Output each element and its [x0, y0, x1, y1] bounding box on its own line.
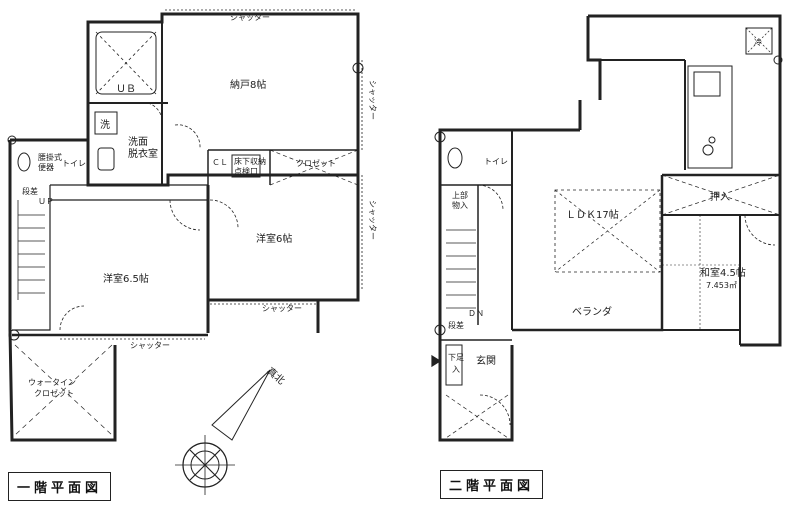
floor1-toilet-type-label-1: 腰掛式: [38, 152, 62, 162]
floor1-walkin-label-1: ウォークイン: [28, 378, 76, 387]
floor2-oshiire-label: 押入: [710, 190, 730, 203]
floor1-wash-mark: 洗: [100, 119, 110, 131]
floor1-shutter-right-2: シャッター: [368, 200, 377, 240]
floor1-step-label: 段差: [22, 186, 38, 196]
floor2-toilet-label: トイレ: [484, 157, 508, 166]
north-arrow-icon: [175, 369, 271, 495]
floor1-storage-label: 納戸8帖: [230, 78, 266, 91]
floor1-closet-label: クロゼット: [296, 158, 336, 168]
floor2-walls: [431, 14, 783, 442]
floor1-western65-label: 洋室6.5帖: [103, 272, 149, 285]
floor1-toilet-label: トイレ: [62, 159, 86, 168]
floor1-title: 一階平面図: [8, 472, 112, 501]
floor2-store-label-1: 上部: [452, 190, 468, 200]
floor2-step-label: 段差: [448, 320, 464, 330]
floor1-underfloor-label-2: 点検口: [234, 166, 258, 176]
floor1-bath-label: ＵＢ: [116, 84, 136, 95]
floor1-shutter-walkin: シャッター: [130, 341, 170, 350]
floor1-shutter-bottom: シャッター: [262, 304, 302, 313]
floor1-shutter-right-1: シャッター: [368, 80, 377, 120]
floor1-western6-label: 洋室6帖: [256, 232, 292, 245]
floor2-title: 二階平面図: [440, 470, 544, 499]
north-label: 真北: [264, 364, 288, 387]
floor1-walkin-label-2: クロゼット: [34, 388, 74, 398]
floor1-underfloor-label-1: 床下収納: [234, 156, 266, 166]
floor1-up-label: ＵＰ: [38, 197, 54, 206]
floor2-washitsu-area: 7.453㎡: [706, 281, 737, 290]
floor2-veranda-label: ベランダ: [572, 305, 612, 318]
floor2-ldk-label: ＬＤＫ17帖: [566, 208, 619, 221]
floor1-washroom-label-2: 脱衣室: [128, 147, 158, 160]
floor1-cl-label: ＣＬ: [212, 158, 228, 167]
floor2-shoebox-label-2: 入: [452, 365, 460, 374]
floor1-shutter-top: シャッター: [230, 13, 270, 22]
floor1-toilet-type-label-2: 便器: [38, 162, 54, 172]
floor2-shoebox-label-1: 下足: [448, 353, 464, 362]
floor2-genkan-label: 玄関: [476, 354, 496, 367]
floor1-walls: [7, 9, 364, 442]
floor2-washitsu-label: 和室4.5帖: [700, 266, 746, 279]
floor2-ac-label: 冷: [754, 37, 762, 47]
floor2-dn-label: ＤＮ: [468, 309, 484, 318]
floor1-washroom-label-1: 洗面: [128, 136, 148, 148]
floor2-store-label-2: 物入: [452, 200, 468, 210]
